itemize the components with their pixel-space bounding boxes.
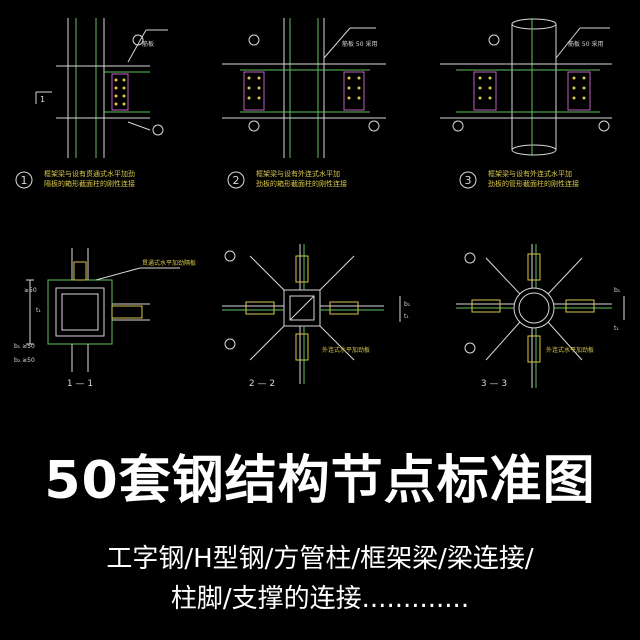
subtitle-line-1: 工字钢/H型钢/方管柱/框架梁/梁连接/ <box>106 544 534 574</box>
panel-1-caption-line1: 框架梁与设有贯通式水平加劲 <box>44 169 135 178</box>
panel-1-number: 1 <box>21 174 28 187</box>
panel-1-dim: 1 <box>40 95 45 104</box>
panel-4-note: 贯通式水平加劲隔板 <box>142 259 196 267</box>
panel-4-dim4: ≥50 <box>24 287 37 294</box>
panel-4-dim1: b₁ ≥50 <box>14 343 35 350</box>
panel-3-caption-line2: 劲板的管形截面柱的刚性连接 <box>488 179 579 188</box>
panel-3-caption-line1: 框架梁与设有外连式水平加 <box>488 169 572 178</box>
cad-drawings: 1 框架梁与设有贯通式水平加劲 隔板的箱形截面柱的刚性连接 筋板 1 2 框架梁… <box>14 18 625 389</box>
panel-4-dim2: b₂ ≥50 <box>14 357 35 364</box>
panel-1-caption-line2: 隔板的箱形截面柱的刚性连接 <box>44 179 135 188</box>
panel-6-section <box>456 244 625 388</box>
panel-6-dim1: b₁ <box>614 287 621 294</box>
panel-5-section-label: 2 — 2 <box>249 379 275 389</box>
panel-1-note: 筋板 <box>142 40 154 48</box>
panel-6-dim2: t₁ <box>614 325 619 332</box>
panel-5-dim2: t₁ <box>404 313 409 320</box>
panel-6-note: 外连式水平加劲板 <box>546 346 594 354</box>
panel-4-dim3: t₁ <box>36 307 41 314</box>
panel-2-caption-line1: 框架梁与设有外连式水平加 <box>256 169 340 178</box>
panel-5-note: 外连式水平加劲板 <box>322 346 370 354</box>
panel-4-section-label: 1 — 1 <box>67 379 93 389</box>
panel-2-number: 2 <box>233 174 240 187</box>
panel-5-dim1: b₁ <box>404 301 411 308</box>
panel-3-note: 筋板 50 采用 <box>568 40 603 48</box>
panel-5-section <box>222 244 401 384</box>
panel-3-number: 3 <box>465 174 472 187</box>
panel-2-elevation <box>222 18 386 189</box>
subtitle-line-2: 柱脚/支撑的连接............. <box>170 584 470 614</box>
panel-1-elevation <box>15 18 168 189</box>
headline: 50套钢结构节点标准图 <box>44 451 596 511</box>
panel-2-caption-line2: 劲板的箱形截面柱的刚性连接 <box>256 179 347 188</box>
panel-2-note: 筋板 50 采用 <box>342 40 377 48</box>
panel-3-elevation <box>440 18 612 189</box>
panel-6-section-label: 3 — 3 <box>481 379 507 389</box>
panel-4-section <box>26 248 180 372</box>
